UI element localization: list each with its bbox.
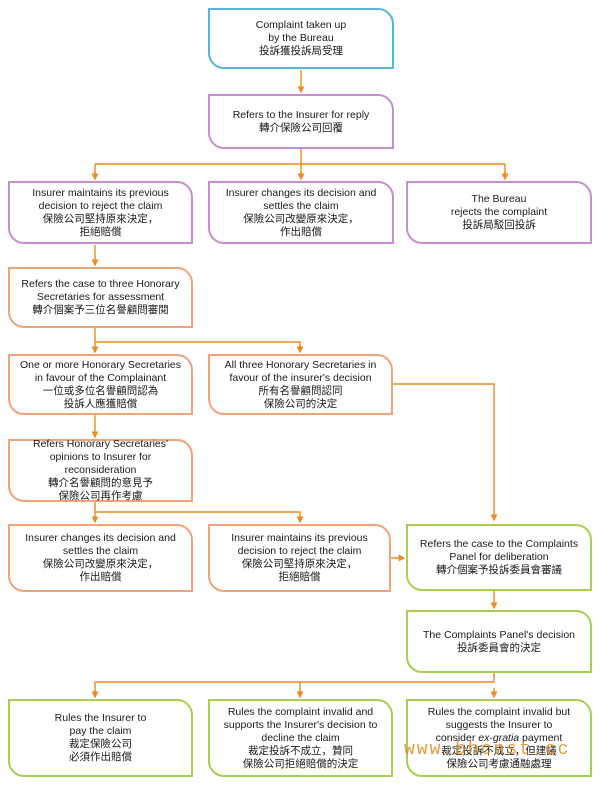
node-insurer-maintains-1-zh: 保險公司堅持原來決定， 拒絕賠償 (42, 212, 159, 238)
node-rules-pay-zh: 裁定保險公司 必須作出賠償 (69, 738, 132, 763)
node-refer-secretaries-en: Refers the case to three Honorary Secret… (21, 278, 180, 303)
arrow-refer-insurer-to-branches (94, 149, 506, 177)
node-rules-pay: Rules the Insurer to pay the claim 裁定保險公… (8, 699, 193, 777)
node-panel-decision-zh: 投訴委員會的決定 (457, 641, 541, 654)
node-rules-invalid-exgratia: Rules the complaint invalid but suggests… (406, 699, 592, 777)
node-secretaries-complainant: One or more Honorary Secretaries in favo… (8, 354, 193, 415)
node-complaint-taken: Complaint taken up by the Bureau 投訴獲投訴局受… (208, 8, 394, 69)
node-secretaries-insurer: All three Honorary Secretaries in favour… (208, 354, 393, 415)
arrow-decision-to-rulings (94, 673, 495, 696)
node-refer-insurer: Refers to the Insurer for reply 轉介保險公司回覆 (208, 94, 394, 149)
node-rules-invalid-support: Rules the complaint invalid and supports… (208, 699, 393, 777)
node-refer-opinions-zh: 轉介名譽顧問的意見予 保險公司再作考慮 (48, 477, 153, 502)
node-secretaries-complainant-zh: 一位或多位名譽顧問認為 投訴人應獲賠償 (42, 384, 159, 410)
node-refer-insurer-en: Refers to the Insurer for reply (232, 108, 370, 121)
node-insurer-changes-1: Insurer changes its decision and settles… (208, 181, 394, 244)
node-insurer-maintains-1-en: Insurer maintains its previous decision … (32, 186, 169, 212)
node-refer-opinions: Refers Honorary Secretaries' opinions to… (8, 438, 193, 502)
node-bureau-rejects-zh: 投訴局駁回投訴 (462, 219, 536, 231)
node-refer-secretaries-zh: 轉介個案予三位名譽顧問審閱 (32, 304, 169, 316)
node-insurer-changes-2-en: Insurer changes its decision and settles… (25, 532, 176, 557)
node-complaint-taken-en: Complaint taken up by the Bureau (255, 19, 347, 44)
node-insurer-changes-2: Insurer changes its decision and settles… (8, 524, 193, 592)
node-refer-secretaries: Refers the case to three Honorary Secret… (8, 267, 193, 328)
node-insurer-changes-1-en: Insurer changes its decision and settles… (225, 186, 377, 212)
node-refer-opinions-en: Refers Honorary Secretaries' opinions to… (32, 438, 169, 476)
node-bureau-rejects-en: The Bureau rejects the complaint (450, 193, 548, 218)
node-rules-invalid-support-en: Rules the complaint invalid and supports… (223, 705, 378, 744)
node-insurer-maintains-2-zh: 保險公司堅持原來決定， 拒絕賠償 (241, 558, 358, 583)
node-refer-insurer-zh: 轉介保險公司回覆 (259, 121, 343, 134)
node-insurer-maintains-2-en: Insurer maintains its previous decision … (231, 532, 368, 557)
node-rules-invalid-support-zh: 裁定投訴不成立，贊同 保險公司拒絕賠償的決定 (242, 744, 359, 770)
node-insurer-changes-2-zh: 保險公司改變原來決定， 作出賠償 (42, 558, 159, 583)
node-bureau-rejects: The Bureau rejects the complaint 投訴局駁回投訴 (406, 181, 592, 244)
node-insurer-changes-1-zh: 保險公司改變原來決定， 作出賠償 (243, 212, 359, 238)
node-panel-decision-en: The Complaints Panel's decision (423, 628, 575, 641)
node-panel-decision: The Complaints Panel's decision 投訴委員會的決定 (406, 610, 592, 673)
node-secretaries-insurer-zh: 所有名譽顧問認同 保險公司的決定 (258, 384, 343, 410)
node-secretaries-complainant-en: One or more Honorary Secretaries in favo… (19, 358, 182, 384)
node-refer-panel-zh: 轉介個案予投訴委員會審議 (436, 564, 562, 576)
node-complaint-taken-zh: 投訴獲投訴局受理 (259, 45, 343, 57)
node-refer-panel: Refers the case to the Complaints Panel … (406, 524, 592, 591)
arrow-insurer-favour-to-panel (392, 383, 498, 522)
ex-gratia-term: ex-gratia (478, 731, 520, 744)
node-insurer-maintains-1: Insurer maintains its previous decision … (8, 181, 193, 244)
arrow-opinions-to-branches (94, 502, 301, 520)
node-secretaries-insurer-en: All three Honorary Secretaries in favour… (224, 358, 377, 384)
node-refer-panel-en: Refers the case to the Complaints Panel … (419, 538, 579, 563)
node-insurer-maintains-2: Insurer maintains its previous decision … (208, 524, 391, 592)
node-rules-pay-en: Rules the Insurer to pay the claim (54, 712, 147, 737)
node-rules-invalid-exgratia-en: Rules the complaint invalid but suggests… (427, 705, 571, 744)
arrow-secretaries-to-branches (94, 328, 301, 352)
node-rules-invalid-exgratia-zh: 裁定投訴不成立，但建議 保險公司考慮通融處理 (441, 744, 557, 770)
